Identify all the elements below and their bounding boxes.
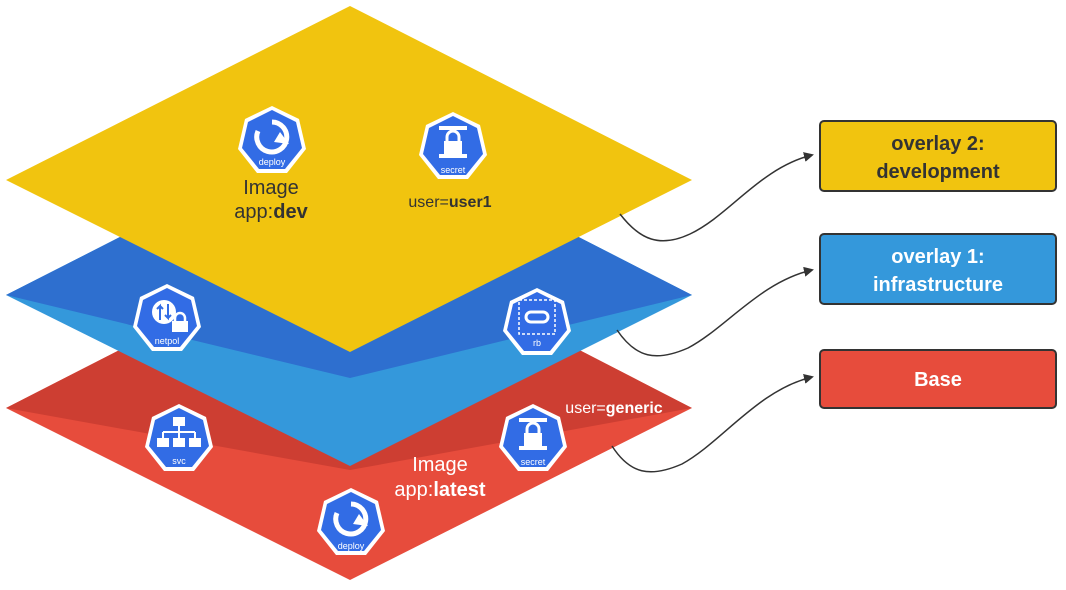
base-svc-icon: svc (145, 404, 213, 471)
legend-base: Base (819, 349, 1057, 409)
legend-overlay2-line2: development (876, 161, 1000, 183)
base-secret-icon: secret (499, 404, 567, 471)
legend-base-box (819, 349, 1057, 409)
dev-user-prefix: user= (408, 194, 448, 211)
dev-deploy-caption: deploy (259, 157, 286, 167)
base-image-line2: app:latest (394, 479, 486, 501)
infra-netpol-caption: netpol (155, 336, 180, 346)
legend-overlay2: overlay 2: development (819, 120, 1057, 192)
base-image-line1: Image (412, 454, 468, 476)
legend-overlay2-line1: overlay 2: (891, 133, 984, 155)
base-deploy-icon: deploy (317, 488, 385, 555)
dev-secret-icon: secret (419, 112, 487, 179)
infra-netpol-icon: netpol (133, 284, 201, 351)
base-image-prefix: app: (394, 479, 433, 501)
legend-overlay1-line2: infrastructure (873, 274, 1003, 296)
arrow-to-overlay1 (616, 266, 814, 357)
dev-image-prefix: app: (234, 201, 273, 223)
base-user-prefix: user= (565, 400, 605, 417)
legend-overlay1: overlay 1: infrastructure (819, 233, 1057, 305)
dev-layer (6, 6, 692, 352)
base-secret-caption: secret (521, 457, 546, 467)
infra-rb-icon: rb (503, 288, 571, 355)
base-image-tag: latest (433, 479, 486, 501)
infra-rb-caption: rb (533, 338, 541, 348)
dev-user-value: user1 (449, 194, 492, 211)
legend-overlay2-box (819, 120, 1057, 192)
dev-image-line2: app:dev (234, 201, 308, 223)
legend-base-line1: Base (914, 369, 962, 391)
arrow-to-overlay2 (619, 152, 814, 242)
dev-user-label: user=user1 (408, 194, 491, 211)
legend-overlay1-box (819, 233, 1057, 305)
dev-secret-caption: secret (441, 165, 466, 175)
arrow-to-base (611, 374, 814, 473)
dev-layer-plane (6, 6, 692, 352)
legend-overlay1-line1: overlay 1: (891, 246, 984, 268)
dev-deploy-icon: deploy (238, 106, 306, 173)
base-user-value: generic (606, 400, 663, 417)
base-svc-caption: svc (172, 456, 186, 466)
base-user-label: user=generic (565, 400, 662, 417)
dev-image-tag: dev (273, 201, 308, 223)
base-deploy-caption: deploy (338, 541, 365, 551)
dev-image-line1: Image (243, 177, 299, 199)
